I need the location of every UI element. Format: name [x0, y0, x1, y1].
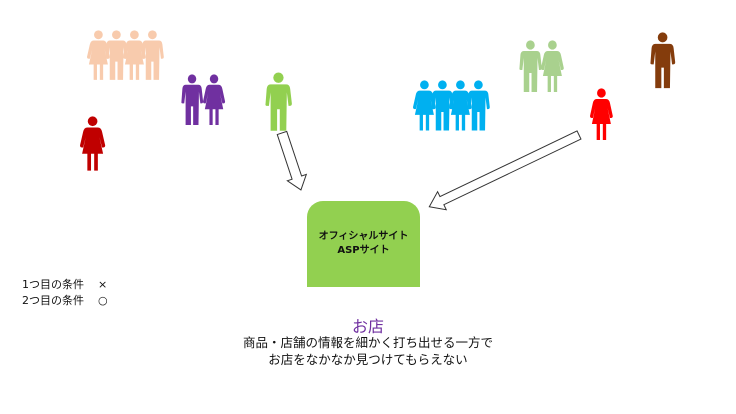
store-box-line2: ASPサイト — [337, 245, 390, 256]
shop-desc-line2: お店をなかなか見つけてもらえない — [268, 352, 468, 367]
person-group-peach — [87, 30, 164, 80]
condition-mark: × — [98, 278, 108, 291]
man-icon — [467, 80, 490, 131]
condition-2: 2つ目の条件 ○ — [22, 292, 108, 308]
shop-description: 商品・店舗の情報を細かく打ち出せる一方で お店をなかなか見つけてもらえない — [0, 334, 736, 368]
condition-mark: ○ — [98, 294, 108, 307]
woman-icon-darkred — [80, 116, 106, 171]
person-couple-lightgreen — [519, 40, 564, 92]
woman-icon-red — [590, 88, 613, 140]
condition-label: 2つ目の条件 — [22, 294, 84, 307]
condition-1: 1つ目の条件 × — [22, 276, 107, 292]
shop-title: お店 — [351, 317, 384, 336]
man-icon-brown — [650, 32, 676, 89]
arrow-left-to-store — [276, 130, 308, 191]
person-group-blue — [413, 80, 490, 131]
person-couple-purple — [181, 74, 226, 125]
woman-icon — [203, 74, 226, 125]
shop-desc-line1: 商品・店舗の情報を細かく打ち出せる一方で — [242, 335, 493, 350]
store-site-box: オフィシャルサイト ASPサイト — [307, 201, 420, 287]
woman-icon — [541, 40, 564, 92]
store-box-line1: オフィシャルサイト — [318, 231, 409, 242]
man-icon — [519, 40, 542, 92]
man-icon-green — [265, 72, 292, 131]
arrow-right-to-store — [428, 130, 582, 211]
man-icon — [181, 74, 204, 125]
man-icon — [141, 30, 164, 80]
condition-label: 1つ目の条件 — [22, 278, 84, 291]
